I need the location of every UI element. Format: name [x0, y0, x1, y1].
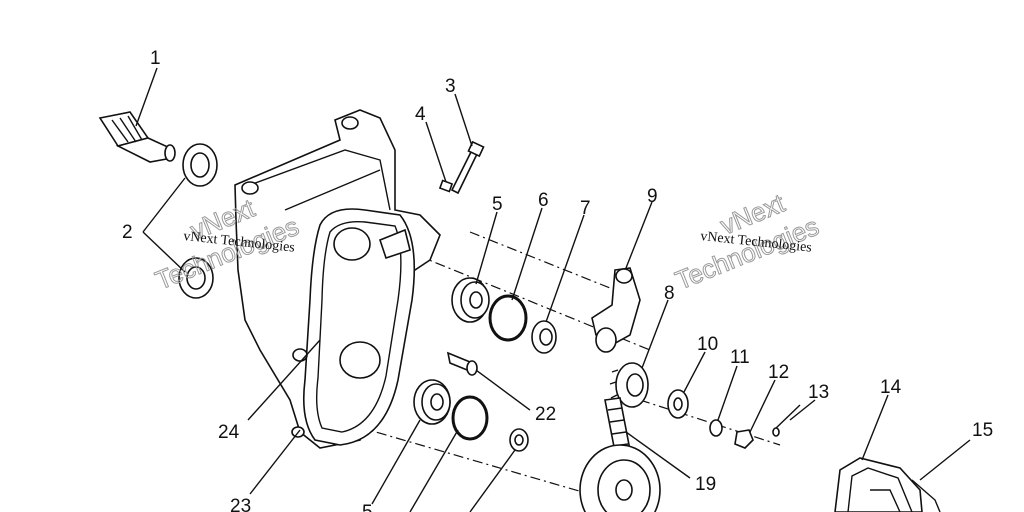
callout-13: 13: [808, 382, 829, 403]
callout-8: 8: [664, 283, 675, 304]
part-3-bolt: [450, 140, 485, 195]
part-9-tensioner-arm: [591, 267, 641, 353]
callout-1: 1: [150, 48, 161, 69]
part-4-nut: [438, 179, 454, 193]
part-2-seals: [178, 143, 218, 299]
chaincase-housing: [234, 109, 441, 449]
part-large-sprocket: [579, 444, 661, 512]
callout-11: 11: [730, 347, 750, 368]
callout-labels: 1 2 3 4 5 6 7 9 8 10 11 12 13 14 15 19 2…: [122, 48, 993, 512]
part-washer-lower: [509, 428, 529, 452]
callout-14: 14: [880, 377, 902, 398]
callout-22: 22: [535, 404, 556, 425]
callout-24: 24: [218, 422, 240, 443]
part-10-washer: [667, 389, 689, 419]
part-14-cover: [834, 457, 923, 512]
callout-10: 10: [697, 334, 718, 355]
callout-12: 12: [768, 362, 789, 383]
callout-19: 19: [695, 474, 716, 495]
leader-lines: [135, 67, 971, 512]
part-22-bolt: [446, 351, 478, 376]
callout-5-lower: 5: [362, 502, 373, 512]
callout-5-upper: 5: [492, 194, 503, 215]
callout-6: 6: [538, 190, 549, 211]
part-5-bearing-upper: [451, 277, 490, 323]
callout-7: 7: [580, 198, 591, 219]
callout-2: 2: [122, 222, 133, 243]
part-8-sprocket-small: [609, 362, 649, 410]
callout-15: 15: [972, 420, 993, 441]
part-1-splined-shaft: [98, 111, 176, 163]
part-12-nut: [734, 429, 754, 449]
callout-23: 23: [230, 496, 251, 512]
watermark-right: vNext Technologies vNext Technologies: [671, 187, 824, 296]
part-6-snap-ring: [488, 294, 528, 342]
part-11-lock-washer: [709, 419, 723, 437]
part-5-bearing-lower: [413, 379, 451, 425]
part-15-gasket: [911, 479, 941, 512]
part-snap-ring-lower: [451, 395, 489, 441]
callout-4: 4: [415, 104, 426, 125]
callout-3: 3: [445, 76, 456, 97]
callout-9: 9: [647, 186, 658, 207]
part-13-cotter-pin: [772, 404, 801, 437]
part-7-bushing: [531, 320, 557, 354]
